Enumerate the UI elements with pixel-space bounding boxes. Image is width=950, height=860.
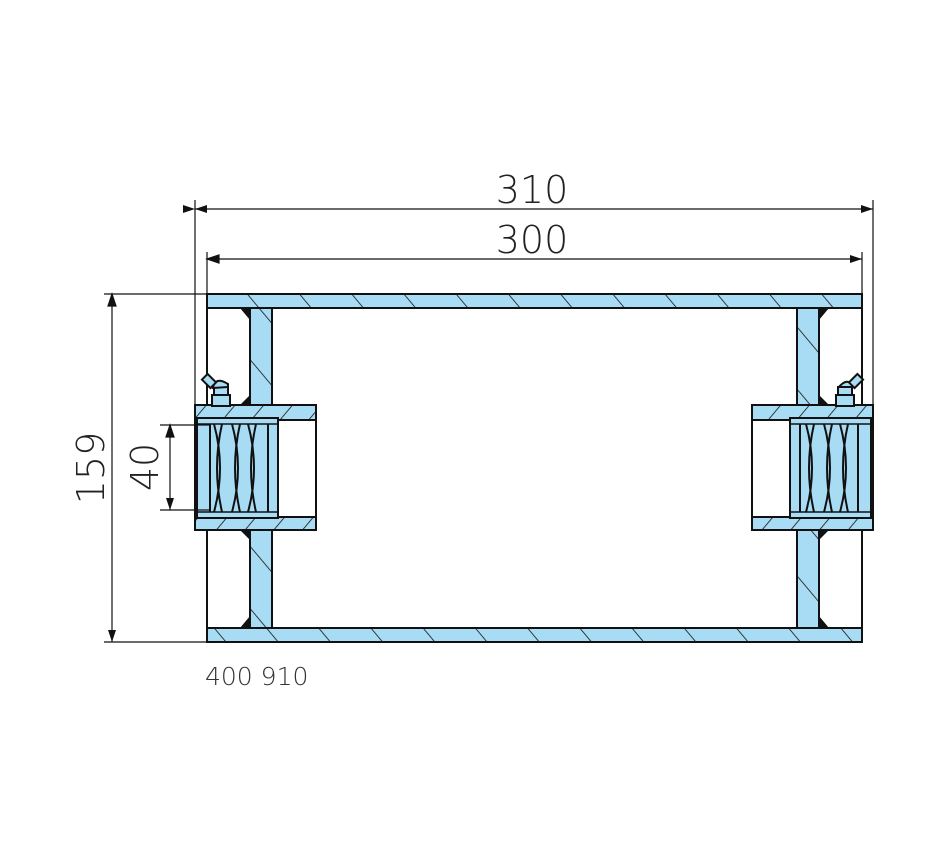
dimension-300-label: 300 xyxy=(496,218,569,262)
left-needle-bearing xyxy=(196,417,279,519)
tube-top-wall xyxy=(206,293,863,309)
part-number: 400 910 xyxy=(205,662,309,691)
left-grease-nipple-icon xyxy=(200,372,231,407)
right-grease-nipple-icon xyxy=(835,372,865,407)
dimension-300 xyxy=(205,252,863,294)
dimension-159 xyxy=(104,292,207,643)
left-end-disc xyxy=(240,307,273,629)
right-needle-bearing xyxy=(789,417,872,519)
right-bearing-housing xyxy=(751,372,874,531)
tube-bottom-wall xyxy=(206,627,863,643)
dimension-310-label: 310 xyxy=(496,168,569,212)
dimension-159-label: 159 xyxy=(69,432,113,505)
left-bearing-housing xyxy=(194,372,317,531)
dimension-40-label: 40 xyxy=(123,443,167,491)
dimension-40 xyxy=(160,423,210,511)
dimension-310 xyxy=(183,200,874,405)
